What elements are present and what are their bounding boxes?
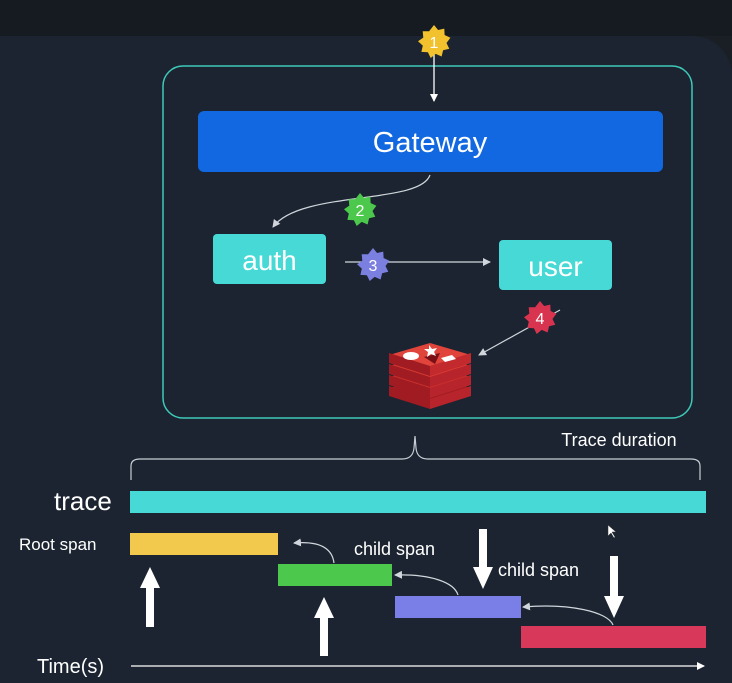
- top-band: [0, 0, 732, 36]
- child-span-2-bar: [395, 596, 521, 618]
- step-badge-4-shape: [524, 301, 557, 334]
- child-span-3-bar: [521, 626, 706, 648]
- trace-duration-label: Trace duration: [561, 430, 676, 450]
- step-badge-2: 2: [344, 193, 377, 226]
- child-span-2-end-arrow: [473, 529, 493, 589]
- auth-label: auth: [242, 245, 297, 276]
- trace-bar: [130, 491, 706, 513]
- step-badge-1: 1: [418, 25, 451, 58]
- step-badge-1-shape: [418, 25, 451, 58]
- child-span-1-to-root-arrow: [293, 538, 335, 564]
- step-badge-2-shape: [344, 193, 377, 226]
- trace-duration-brace: [130, 435, 701, 480]
- trace-label: trace: [54, 486, 112, 516]
- step-badge-2-number: 2: [356, 203, 365, 220]
- root-span-start-arrow: [140, 567, 160, 627]
- root-span-label: Root span: [19, 535, 97, 554]
- user-node: user: [499, 240, 612, 290]
- gateway-label: Gateway: [373, 127, 488, 159]
- gateway-node: Gateway: [198, 111, 663, 172]
- auth-node: auth: [213, 234, 326, 284]
- step-badge-1-number: 1: [430, 35, 439, 52]
- step-badge-4-number: 4: [536, 311, 545, 328]
- time-axis-label: Time(s): [37, 656, 104, 678]
- child-span-3-to-child-span-2-arrow: [522, 602, 614, 626]
- child-span-2-to-child-span-1-arrow: [394, 570, 459, 596]
- user-label: user: [528, 251, 582, 282]
- child-span-label-2: child span: [498, 560, 579, 580]
- step-badge-3-shape: [357, 248, 390, 281]
- service-container: [162, 65, 693, 419]
- root-span-bar: [130, 533, 278, 555]
- child-span-3-end-arrow: [604, 556, 624, 618]
- redis-icon: [389, 343, 471, 409]
- child-span-label-1: child span: [354, 539, 435, 559]
- child-span-1-bar: [278, 564, 392, 586]
- mouse-cursor-icon: [607, 524, 617, 539]
- step-badge-3-number: 3: [369, 258, 378, 275]
- step-badge-4: 4: [524, 301, 557, 334]
- step-badge-3: 3: [357, 248, 390, 281]
- child-span-1-start-arrow: [314, 597, 334, 656]
